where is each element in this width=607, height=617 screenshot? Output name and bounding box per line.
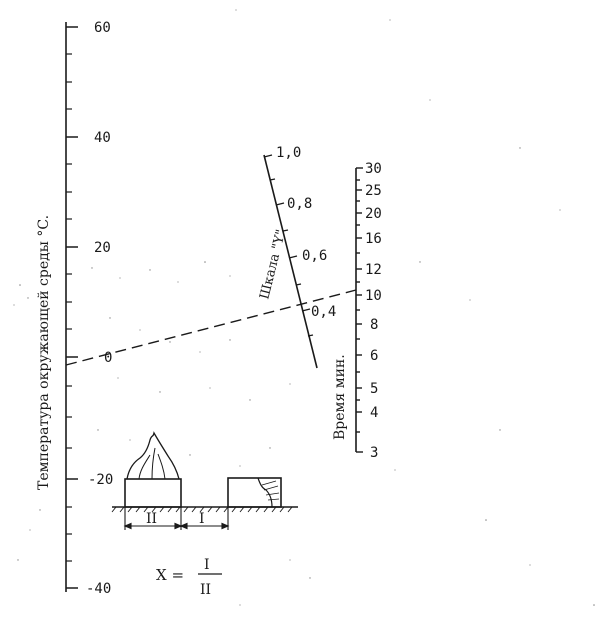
time-axis-label: Время мин. [332, 354, 348, 440]
formula-numerator: I [204, 557, 210, 573]
temperature-axis: 60 40 20 0 -20 -40 Температура окружающе… [36, 20, 113, 597]
time-tick-12: 12 [365, 262, 382, 278]
time-axis: 30 25 20 16 12 10 8 6 5 4 3 Время мин. [332, 161, 382, 461]
temperature-tick-minus20: -20 [88, 472, 113, 488]
temperature-tick-minus40: -40 [86, 581, 111, 597]
y-scale: 1,0 0,8 0,6 0,4 Шкала "Y" [257, 145, 336, 369]
time-tick-5: 5 [370, 381, 378, 397]
time-tick-3: 3 [370, 445, 378, 461]
char-outline [257, 477, 273, 508]
flame-outline [126, 431, 180, 480]
scan-speckle [13, 9, 595, 606]
y-scale-label: Шкала "Y" [257, 228, 289, 301]
temperature-major-ticks [66, 26, 78, 589]
char-texture [261, 480, 280, 501]
time-tick-20: 20 [365, 206, 382, 222]
time-tick-30: 30 [365, 161, 382, 177]
time-tick-25: 25 [365, 183, 382, 199]
dimension-label-II: II [146, 511, 157, 527]
flame-inner-lines [138, 447, 166, 480]
time-tick-4: 4 [370, 405, 378, 421]
y-scale-tick-0-8: 0,8 [287, 196, 312, 212]
inset-sketch: II I X = I II [111, 431, 298, 598]
time-tick-10: 10 [365, 288, 382, 304]
temperature-axis-label: Температура окружающей среды °C. [36, 215, 52, 490]
isopleth-dashed-line [65, 289, 357, 366]
formula-denominator: II [200, 582, 211, 598]
right-block [227, 477, 282, 508]
dimension-lines [123, 507, 230, 530]
ground-hatching [111, 506, 293, 513]
time-axis-ticks [356, 167, 363, 453]
y-scale-ticks [263, 154, 314, 337]
temperature-tick-20: 20 [94, 240, 111, 256]
left-block [124, 478, 182, 508]
temperature-minor-ticks [66, 53, 72, 562]
time-tick-16: 16 [365, 231, 382, 247]
time-tick-6: 6 [370, 348, 378, 364]
time-tick-8: 8 [370, 317, 378, 333]
y-scale-tick-1-0: 1,0 [276, 145, 301, 161]
y-scale-tick-0-6: 0,6 [302, 248, 327, 264]
temperature-tick-0: 0 [104, 350, 112, 366]
temperature-tick-40: 40 [94, 130, 111, 146]
formula-lhs: X = [156, 566, 184, 584]
y-scale-tick-0-4: 0,4 [311, 304, 336, 320]
temperature-tick-60: 60 [94, 20, 111, 36]
y-scale-line [263, 154, 318, 369]
dimension-label-I: I [199, 511, 205, 527]
